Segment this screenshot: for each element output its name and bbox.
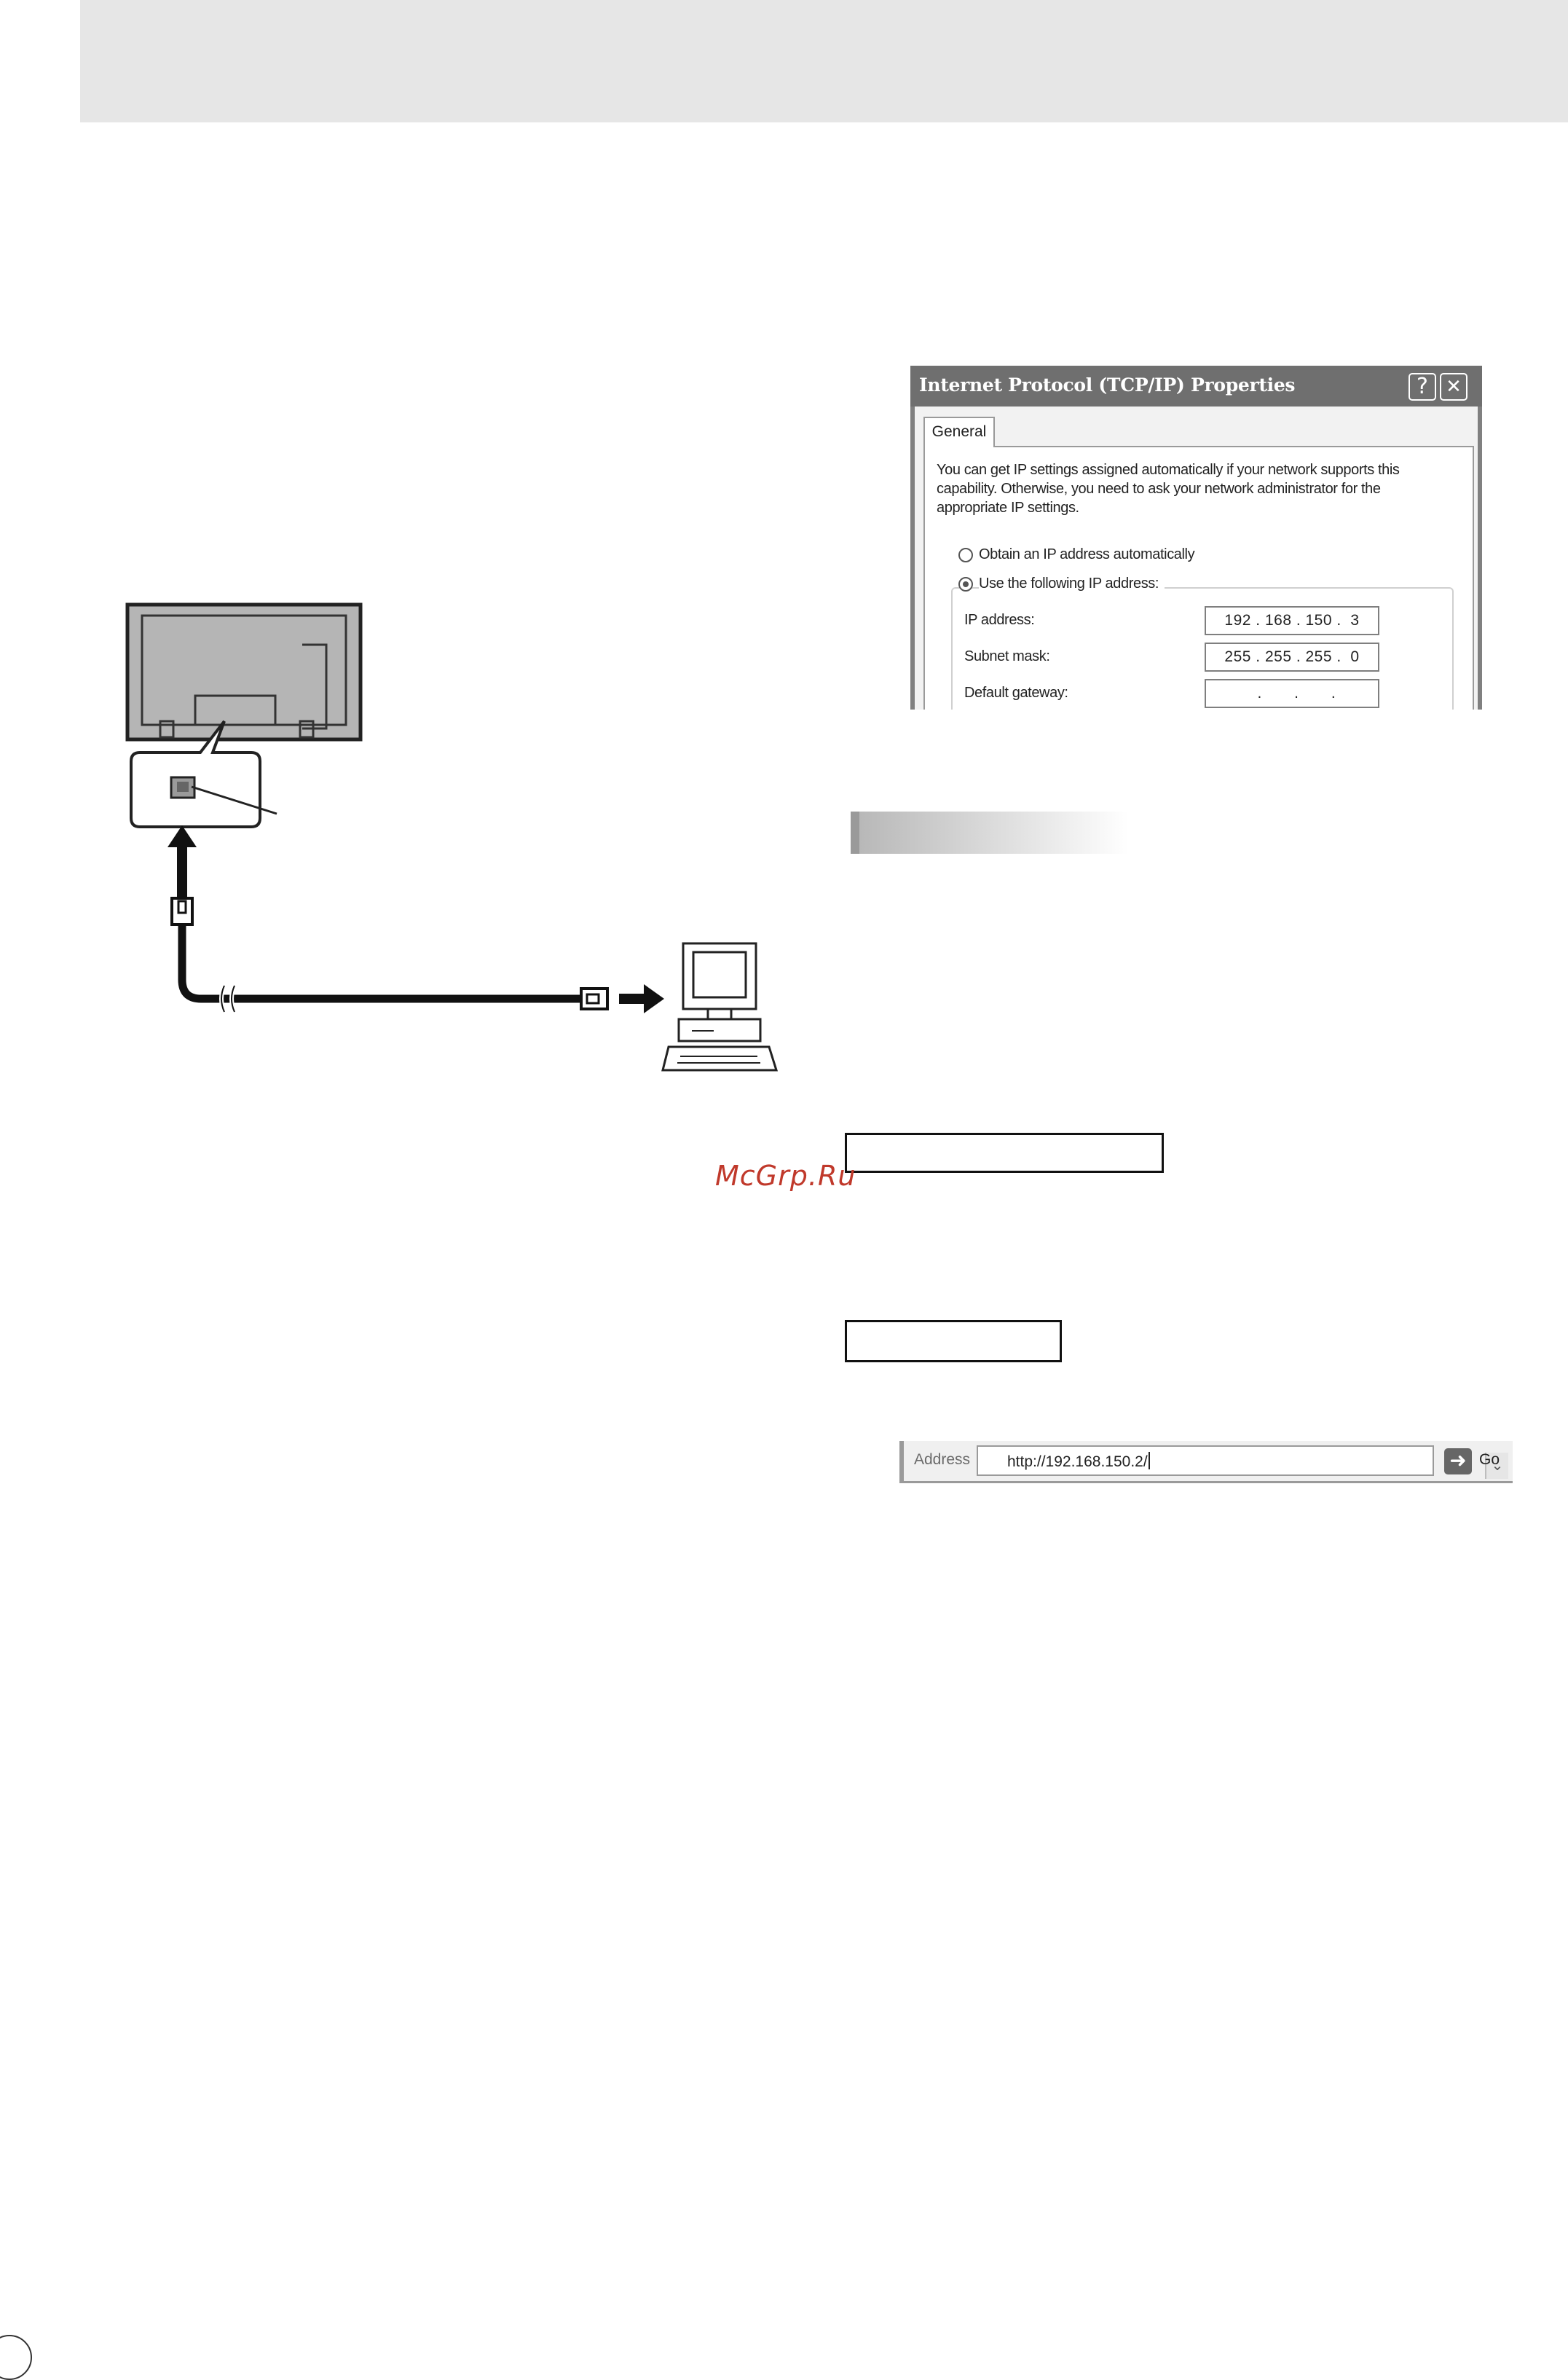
radio-selected-dot bbox=[963, 581, 969, 587]
display-outline bbox=[125, 602, 363, 742]
display-terminal-block bbox=[194, 694, 277, 726]
tcpip-properties-dialog: Internet Protocol (TCP/IP) Properties ? … bbox=[910, 366, 1482, 710]
lan-port-leader-line bbox=[191, 785, 277, 815]
dialog-description: You can get IP settings assigned automat… bbox=[937, 462, 1400, 516]
default-gateway-label: Default gateway: bbox=[964, 685, 1068, 701]
ip-settings-groupbox bbox=[951, 587, 1454, 710]
dialog-body: General You can get IP settings assigned… bbox=[915, 407, 1478, 710]
outlined-box-2 bbox=[845, 1320, 1062, 1362]
display-foot-left bbox=[159, 720, 175, 739]
cable-plug-horizontal-tab bbox=[586, 993, 600, 1005]
lan-port-inner bbox=[177, 782, 189, 792]
section-heading-bar bbox=[851, 812, 1129, 854]
lan-cable bbox=[178, 924, 583, 1003]
address-url-wrapper: http://192.168.150.2/ bbox=[1007, 1452, 1150, 1471]
connection-diagram-svg bbox=[125, 602, 779, 1072]
right-arrow-shaft bbox=[619, 994, 647, 1004]
close-button[interactable]: ✕ bbox=[1440, 373, 1467, 401]
radio-obtain-automatically-label[interactable]: Obtain an IP address automatically bbox=[979, 546, 1195, 562]
address-url: http://192.168.150.2/ bbox=[1007, 1453, 1148, 1470]
address-input[interactable]: http://192.168.150.2/ ⌄ bbox=[977, 1445, 1508, 1479]
subnet-mask-field[interactable]: 255 . 255 . 255 . 0 bbox=[1205, 643, 1379, 672]
ip-address-field[interactable]: 192 . 168 . 150 . 3 bbox=[1205, 606, 1379, 635]
up-arrow-head bbox=[168, 825, 197, 847]
pc-keyboard bbox=[661, 1045, 779, 1072]
cable-plug-vertical-tab bbox=[177, 900, 187, 914]
address-label: Address bbox=[914, 1451, 971, 1468]
cable-plug-horizontal bbox=[580, 987, 609, 1010]
radio-use-following-ip[interactable] bbox=[958, 577, 973, 592]
default-gateway-field[interactable]: . . . bbox=[1205, 679, 1379, 708]
ip-address-label: IP address: bbox=[964, 612, 1035, 628]
radio-use-following-ip-label[interactable]: Use the following IP address: bbox=[979, 576, 1165, 592]
tab-general[interactable]: General bbox=[923, 417, 995, 447]
text-caret bbox=[1148, 1452, 1150, 1469]
chevron-down-icon[interactable]: ⌄ bbox=[1485, 1453, 1508, 1479]
page-number-circle bbox=[0, 2335, 32, 2380]
help-button[interactable]: ? bbox=[1409, 373, 1436, 401]
dialog-title: Internet Protocol (TCP/IP) Properties bbox=[919, 374, 1296, 396]
right-arrow-head bbox=[644, 984, 664, 1013]
cable-break-outline bbox=[221, 985, 235, 1013]
callout-bubble bbox=[130, 720, 261, 828]
radio-obtain-automatically[interactable] bbox=[958, 548, 973, 562]
pc-monitor-stand bbox=[706, 1008, 733, 1021]
connection-diagram bbox=[117, 586, 801, 1096]
go-button[interactable]: Go bbox=[1479, 1451, 1500, 1468]
go-arrow-icon[interactable]: ➜ bbox=[1444, 1448, 1472, 1474]
up-arrow-shaft bbox=[177, 843, 187, 898]
browser-address-bar: Address http://192.168.150.2/ ⌄ ➜ Go bbox=[899, 1441, 1513, 1483]
outlined-box-1 bbox=[845, 1133, 1164, 1173]
dialog-titlebar bbox=[910, 366, 1482, 407]
watermark: McGrp.Ru bbox=[715, 1160, 856, 1192]
subnet-mask-label: Subnet mask: bbox=[964, 648, 1050, 664]
display-foot-right bbox=[299, 720, 315, 739]
pc-monitor-screen bbox=[692, 951, 747, 999]
cable-plug-vertical bbox=[170, 897, 194, 926]
pc-base-unit bbox=[677, 1018, 762, 1042]
header-band bbox=[80, 0, 1568, 122]
